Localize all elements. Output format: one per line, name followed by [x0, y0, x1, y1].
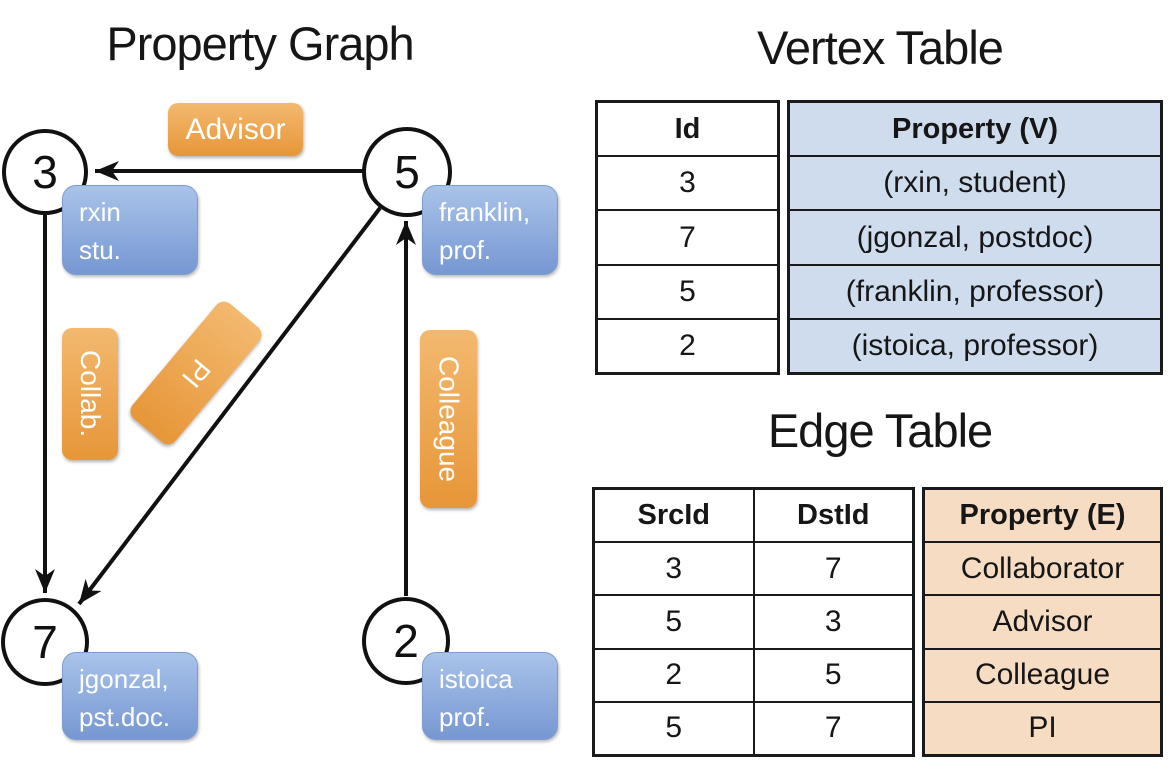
- column-header-dstid: DstId: [752, 490, 913, 542]
- vertex-property-line: prof.: [439, 702, 492, 732]
- table-row: 3: [598, 155, 777, 209]
- edge-label-advisor: Advisor: [168, 103, 303, 156]
- property-graph-title: Property Graph: [106, 17, 414, 70]
- vertex-table-property-column: Property (V) (rxin, student) (jgonzal, p…: [787, 100, 1163, 375]
- edge-label-text: Advisor: [185, 112, 286, 146]
- table-row: Id: [598, 103, 777, 155]
- edge-src-cell: 2: [665, 658, 683, 692]
- vertex-id-cell: 7: [679, 220, 696, 254]
- vertex-property-cell: (jgonzal, postdoc): [790, 211, 1160, 264]
- column-header-srcid: SrcId: [637, 499, 711, 532]
- vertex-id-cell: 5: [679, 274, 696, 308]
- vertex-property-cell: (rxin, student): [790, 157, 1160, 210]
- table-row: 2 5: [595, 647, 913, 701]
- vertex-property-line: stu.: [79, 235, 121, 265]
- table-row: Advisor: [925, 594, 1160, 648]
- vertex-id-cell: 2: [679, 328, 696, 362]
- vertex-property-line: rxin: [79, 197, 121, 227]
- edge-table-title: Edge Table: [767, 404, 993, 457]
- vertex-circle-2: 2: [362, 597, 450, 685]
- edge-dst-cell: 5: [752, 649, 913, 701]
- vertex-id-label: 7: [32, 616, 58, 668]
- edge-label-text: PI: [176, 353, 217, 394]
- edge-property-cell: Collaborator: [925, 543, 1160, 595]
- vertex-property-box-7: jgonzal, pst.doc.: [62, 652, 198, 740]
- vertex-property-cell: (franklin, professor): [790, 265, 1160, 318]
- table-row: 5 3: [595, 594, 913, 648]
- vertex-property-line: franklin,: [439, 197, 531, 227]
- column-header-property-v: Property (V): [790, 103, 1160, 156]
- edge-dst-cell: 3: [752, 596, 913, 648]
- vertex-id-label: 3: [32, 146, 58, 198]
- edge-label-colleague: Colleague: [420, 330, 477, 508]
- vertex-property-box-3: rxin stu.: [62, 185, 198, 275]
- edge-label-text: Colleague: [433, 355, 465, 483]
- edge-dst-cell: 7: [752, 702, 913, 755]
- table-row: (rxin, student): [790, 155, 1160, 210]
- table-row: 5 7: [595, 700, 913, 755]
- vertex-property-box-5: franklin, prof.: [422, 185, 558, 275]
- table-row: 2: [598, 317, 777, 372]
- table-row: (jgonzal, postdoc): [790, 209, 1160, 264]
- edge-src-cell: 5: [665, 711, 683, 745]
- table-row: 7: [598, 209, 777, 263]
- table-row: (franklin, professor): [790, 263, 1160, 318]
- edge-property-cell: PI: [925, 702, 1160, 755]
- table-row: Colleague: [925, 647, 1160, 701]
- table-row: SrcId DstId: [595, 490, 913, 542]
- vertex-id-label: 2: [393, 615, 419, 667]
- vertex-property-line: prof.: [439, 235, 492, 265]
- vertex-property-box-2: istoica prof.: [422, 652, 558, 740]
- edge-label-text: Collab.: [75, 350, 106, 438]
- table-row: (istoica, professor): [790, 317, 1160, 373]
- edge-src-cell: 3: [665, 551, 683, 585]
- column-header-property-e: Property (E): [925, 490, 1160, 542]
- table-row: 5: [598, 263, 777, 318]
- edge-table-id-columns: SrcId DstId 3 7 5 3 2 5 5 7: [592, 487, 915, 757]
- edge-src-cell: 5: [665, 605, 683, 638]
- table-row: 3 7: [595, 541, 913, 595]
- vertex-id-cell: 3: [679, 166, 696, 200]
- vertex-circle-5: 5: [362, 127, 452, 217]
- edge-property-cell: Colleague: [925, 649, 1160, 701]
- vertex-property-line: istoica: [439, 664, 513, 694]
- table-row: Collaborator: [925, 541, 1160, 595]
- edge-dst-cell: 7: [752, 543, 913, 595]
- graph-edges-canvas: [35, 161, 416, 606]
- edge-property-cell: Advisor: [925, 596, 1160, 648]
- vertex-property-line: pst.doc.: [79, 702, 171, 732]
- vertex-table-id-column: Id 3 7 5 2: [595, 100, 780, 375]
- edge-table-property-column: Property (E) Collaborator Advisor Collea…: [922, 487, 1163, 757]
- vertex-property-line: jgonzal,: [79, 664, 169, 694]
- table-row: Property (V): [790, 103, 1160, 156]
- vertex-table-title: Vertex Table: [757, 21, 1004, 74]
- table-row: Property (E): [925, 490, 1160, 542]
- edge-pi-5-to-7: [77, 206, 382, 606]
- vertex-property-cell: (istoica, professor): [790, 319, 1160, 373]
- vertex-id-label: 5: [394, 146, 420, 198]
- column-header-id: Id: [674, 112, 701, 145]
- edge-label-collab: Collab.: [62, 328, 118, 460]
- table-row: PI: [925, 700, 1160, 755]
